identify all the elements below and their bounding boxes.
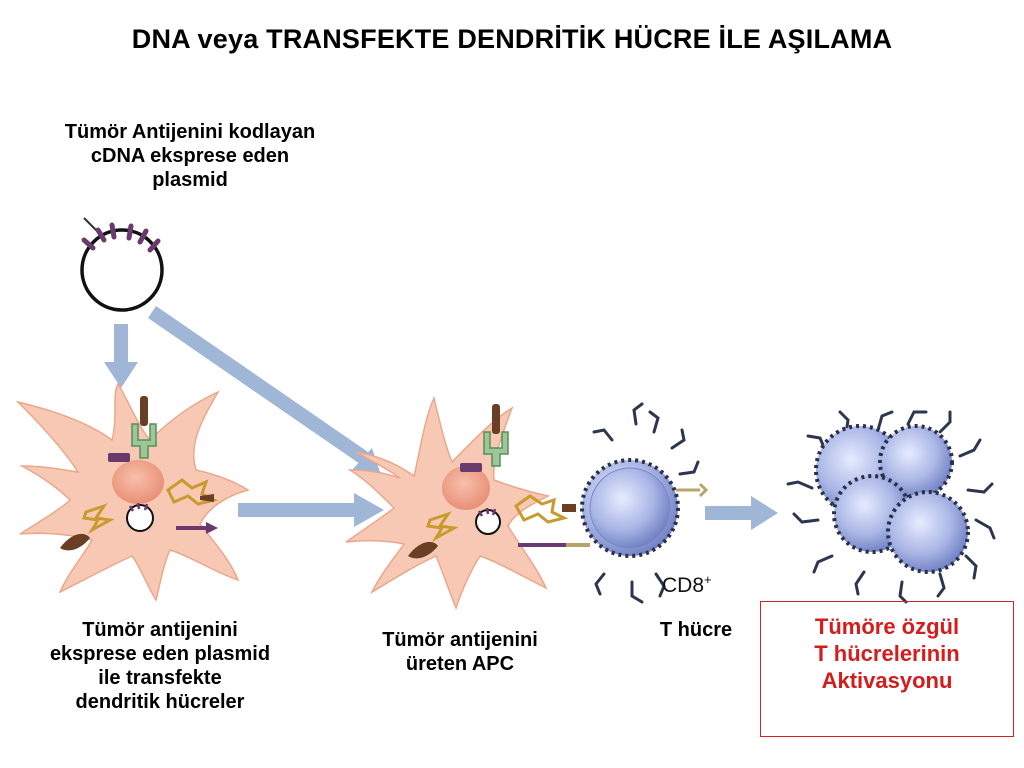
- cd8-superscript: +: [704, 572, 712, 587]
- arrow-plasmid-down: [104, 324, 138, 388]
- apc-label: Tümör antijenini üreten APC: [382, 629, 538, 675]
- mhc-molecule-icon: [483, 404, 509, 467]
- cd8-text: CD8: [662, 574, 705, 597]
- page-title: DNA veya TRANSFEKTE DENDRİTİK HÜCRE İLE …: [131, 24, 893, 54]
- antigen-presenting-cell: [345, 395, 590, 611]
- nucleus: [442, 466, 490, 510]
- result-box: [760, 601, 1014, 737]
- t-cell: [580, 402, 709, 604]
- mhc-molecule-icon: [131, 396, 157, 459]
- transfected-dc-label: Tümör antijenini eksprese eden plasmid i…: [49, 619, 271, 713]
- activation-label: Tümöre özgül T hücrelerinin Aktivasyonu: [814, 614, 960, 693]
- activated-t-cell-cluster: [786, 410, 996, 604]
- cd8-label: CD8+: [662, 572, 712, 598]
- arrow-dc-to-apc: [238, 493, 384, 527]
- plasmid-icon: [80, 217, 164, 312]
- nucleus: [112, 460, 164, 504]
- arrow-tcell-to-activation: [705, 496, 778, 530]
- transfected-dendritic-cell: [15, 382, 250, 602]
- t-cell-label: T hücre: [659, 619, 733, 641]
- plasmid-label: Tümör Antijenini kodlayan cDNA eksprese …: [64, 121, 316, 191]
